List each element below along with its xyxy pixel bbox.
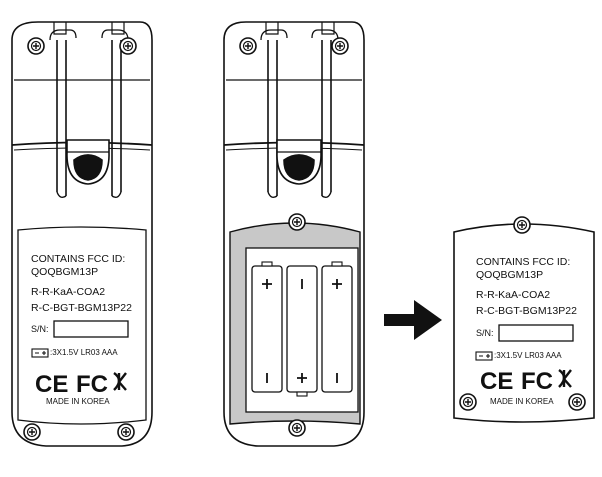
device-left — [11, 21, 153, 447]
arrow-right-icon — [384, 300, 442, 340]
battery-cover-panel — [453, 223, 595, 423]
battery-nub — [331, 261, 343, 267]
screw-icon — [239, 37, 257, 55]
positive-terminal-icon — [262, 279, 272, 289]
screw-icon — [288, 213, 306, 231]
battery-group — [251, 261, 353, 397]
fcc-mark-icon: FC — [76, 371, 108, 398]
ce-mark-icon: CE — [35, 371, 68, 398]
battery-spec: :3X1.5V LR03 AAA — [494, 351, 562, 360]
screw-icon — [568, 393, 586, 411]
sn-label: S/N: — [31, 324, 49, 334]
screw-icon — [513, 216, 531, 234]
screw-icon — [117, 423, 135, 441]
certification-marks-left: CE FC — [35, 371, 127, 398]
battery-cell — [286, 265, 318, 397]
cert-line-1: R-R-KaA-COA2 — [476, 289, 551, 301]
fcc-id-value: QOQBGM13P — [31, 266, 99, 278]
fcc-id-heading: CONTAINS FCC ID: — [476, 256, 571, 268]
made-in-label: MADE IN KOREA — [490, 397, 554, 406]
battery-nub — [296, 391, 308, 397]
fcc-mark-icon: FC — [521, 368, 553, 395]
made-in-label: MADE IN KOREA — [46, 397, 110, 406]
screw-icon — [23, 423, 41, 441]
battery-nub — [261, 261, 273, 267]
screw-icon — [331, 37, 349, 55]
battery-cell — [321, 261, 353, 393]
fcc-id-heading: CONTAINS FCC ID: — [31, 253, 126, 265]
cert-line-2: R-C-BGT-BGM13P22 — [476, 305, 577, 317]
sn-label: S/N: — [476, 328, 494, 338]
positive-terminal-icon — [332, 279, 342, 289]
battery-symbol-icon — [31, 348, 49, 358]
positive-terminal-icon — [297, 373, 307, 383]
screw-icon — [119, 37, 137, 55]
cert-line-2: R-C-BGT-BGM13P22 — [31, 302, 132, 314]
battery-symbol-icon — [475, 351, 493, 361]
kc-mark-icon — [558, 369, 572, 388]
ce-mark-icon: CE — [480, 368, 513, 395]
fcc-id-value: QOQBGM13P — [476, 269, 544, 281]
serial-number-box — [53, 320, 129, 338]
battery-spec: :3X1.5V LR03 AAA — [50, 348, 118, 357]
kc-mark-icon — [113, 372, 127, 391]
certification-marks-right: CE FC — [480, 368, 572, 395]
screw-icon — [459, 393, 477, 411]
battery-cell — [251, 261, 283, 393]
serial-number-box — [498, 324, 574, 342]
cert-line-1: R-R-KaA-COA2 — [31, 286, 106, 298]
screw-icon — [27, 37, 45, 55]
screw-icon — [288, 419, 306, 437]
